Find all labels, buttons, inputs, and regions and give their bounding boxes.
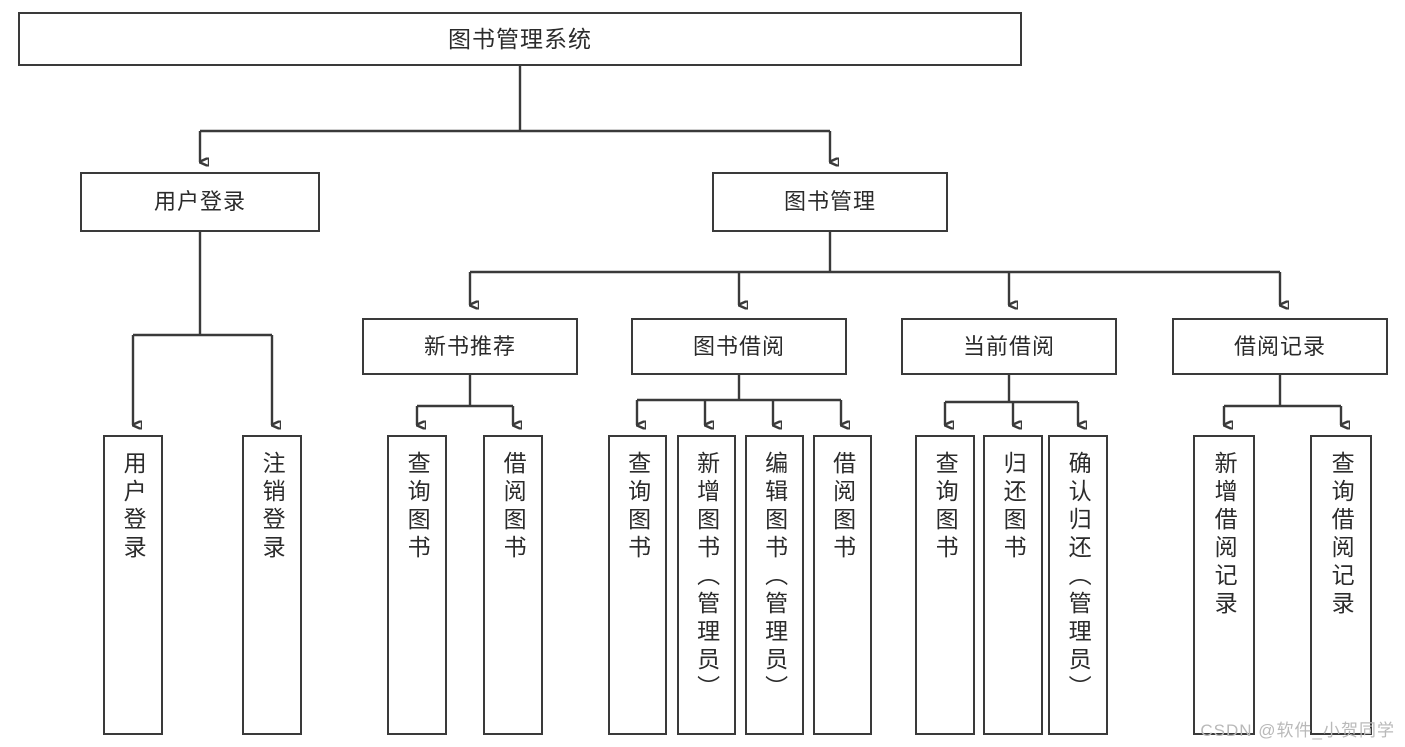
node-current-borrow-label: 当前借阅 <box>962 333 1055 359</box>
node-leaf-user-logout-label: 注销登录 <box>259 451 286 563</box>
node-leaf-borrow-book-2-label: 借阅图书 <box>829 451 856 563</box>
watermark: CSDN @软件_小贺同学 <box>1200 721 1395 740</box>
node-leaf-borrow-book-2[interactable]: 借阅图书 <box>813 435 872 735</box>
node-leaf-query-book-3-label: 查询图书 <box>932 451 959 563</box>
node-user-login-label: 用户登录 <box>153 189 246 215</box>
node-leaf-query-book-2[interactable]: 查询图书 <box>608 435 667 735</box>
node-leaf-query-record-label: 查询借阅记录 <box>1328 451 1355 619</box>
node-leaf-borrow-book-1-label: 借阅图书 <box>500 451 527 563</box>
node-leaf-return-book[interactable]: 归还图书 <box>983 435 1043 735</box>
node-leaf-query-record[interactable]: 查询借阅记录 <box>1310 435 1372 735</box>
node-book-borrow-label: 图书借阅 <box>692 333 785 359</box>
node-leaf-query-book-1-label: 查询图书 <box>404 451 431 563</box>
node-root-label: 图书管理系统 <box>448 25 592 52</box>
node-new-book-recommend-label: 新书推荐 <box>423 333 516 359</box>
node-book-borrow[interactable]: 图书借阅 <box>631 318 847 375</box>
node-user-login[interactable]: 用户登录 <box>80 172 320 232</box>
node-leaf-edit-book-label: 编辑图书（管理员） <box>761 451 788 703</box>
node-leaf-query-book-3[interactable]: 查询图书 <box>915 435 975 735</box>
node-leaf-return-book-label: 归还图书 <box>1000 451 1027 563</box>
node-book-manage-label: 图书管理 <box>783 189 876 215</box>
node-leaf-borrow-book-1[interactable]: 借阅图书 <box>483 435 543 735</box>
node-leaf-add-book-label: 新增图书（管理员） <box>693 451 720 703</box>
node-leaf-user-login[interactable]: 用户登录 <box>103 435 163 735</box>
node-leaf-query-book-1[interactable]: 查询图书 <box>387 435 447 735</box>
node-leaf-user-login-label: 用户登录 <box>120 451 147 563</box>
node-book-manage[interactable]: 图书管理 <box>712 172 948 232</box>
node-new-book-recommend[interactable]: 新书推荐 <box>362 318 578 375</box>
node-leaf-add-book[interactable]: 新增图书（管理员） <box>677 435 736 735</box>
node-leaf-query-book-2-label: 查询图书 <box>624 451 651 563</box>
node-leaf-confirm-return[interactable]: 确认归还（管理员） <box>1048 435 1108 735</box>
node-borrow-record[interactable]: 借阅记录 <box>1172 318 1388 375</box>
node-leaf-add-record[interactable]: 新增借阅记录 <box>1193 435 1255 735</box>
node-root[interactable]: 图书管理系统 <box>18 12 1022 66</box>
node-leaf-user-logout[interactable]: 注销登录 <box>242 435 302 735</box>
node-borrow-record-label: 借阅记录 <box>1233 333 1326 359</box>
node-current-borrow[interactable]: 当前借阅 <box>901 318 1117 375</box>
node-leaf-confirm-return-label: 确认归还（管理员） <box>1065 451 1092 703</box>
node-leaf-add-record-label: 新增借阅记录 <box>1211 451 1238 619</box>
node-leaf-edit-book[interactable]: 编辑图书（管理员） <box>745 435 804 735</box>
